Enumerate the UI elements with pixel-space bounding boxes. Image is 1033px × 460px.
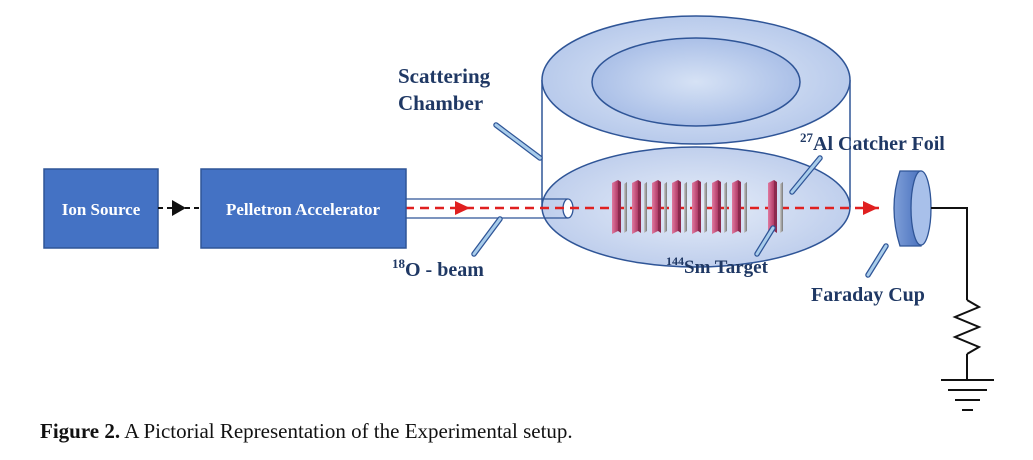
chamber-top-inner — [591, 37, 801, 127]
target-plate — [672, 180, 681, 234]
caption-prefix: Figure 2. — [40, 419, 121, 443]
target-label: 144Sm Target — [666, 254, 769, 278]
catcher-foil — [780, 182, 783, 233]
beam-label-text: O - beam — [405, 259, 484, 281]
target-plate — [732, 180, 741, 234]
foil-label-text: Al Catcher Foil — [813, 133, 945, 155]
ground-icon — [941, 379, 994, 411]
connector-arrowhead — [172, 200, 186, 216]
target-plate — [612, 180, 621, 234]
beam-arrow-2 — [863, 201, 878, 215]
connector-arrow — [158, 200, 201, 216]
catcher-foil — [684, 182, 687, 233]
pointer-arrows — [471, 122, 889, 278]
ground-circuit — [931, 207, 994, 411]
caption-text: A Pictorial Representation of the Experi… — [120, 419, 573, 443]
beam-tube — [404, 198, 574, 219]
beam-label-sup: 18 — [392, 256, 406, 271]
signal-wire — [931, 207, 968, 300]
ion-source-box: Ion Source — [43, 168, 159, 249]
chamber-label-line1: Scattering — [398, 64, 491, 88]
pelletron-label: Pelletron Accelerator — [226, 200, 380, 219]
catcher-foil — [724, 182, 727, 233]
target-plate — [712, 180, 721, 234]
target-plate — [652, 180, 661, 234]
faraday-cup — [893, 170, 932, 247]
target-plate — [692, 180, 701, 234]
foil-label: 27Al Catcher Foil — [800, 130, 945, 155]
beam-label: 18O - beam — [392, 256, 484, 281]
target-plate — [768, 180, 777, 234]
faraday-cup-face — [910, 170, 932, 246]
faraday-label: Faraday Cup — [811, 284, 925, 306]
figure-caption: Figure 2. A Pictorial Representation of … — [40, 419, 573, 444]
target-label-sup: 144 — [666, 254, 684, 268]
catcher-foil — [664, 182, 667, 233]
pelletron-box: Pelletron Accelerator — [200, 168, 407, 249]
catcher-foil — [744, 182, 747, 233]
foil-label-sup: 27 — [800, 130, 814, 145]
target-plate — [632, 180, 641, 234]
catcher-foil — [644, 182, 647, 233]
al-catcher-foils — [624, 182, 783, 233]
chamber-label-line2: Chamber — [398, 91, 483, 115]
sm-targets — [612, 180, 777, 234]
beam-arrow-1 — [455, 201, 470, 215]
beam-line — [405, 201, 884, 215]
catcher-foil — [624, 182, 627, 233]
catcher-foil — [704, 182, 707, 233]
resistor-icon — [952, 299, 982, 355]
scattering-chamber — [541, 15, 851, 268]
target-label-text: Sm Target — [684, 257, 769, 278]
ion-source-label: Ion Source — [62, 200, 141, 219]
